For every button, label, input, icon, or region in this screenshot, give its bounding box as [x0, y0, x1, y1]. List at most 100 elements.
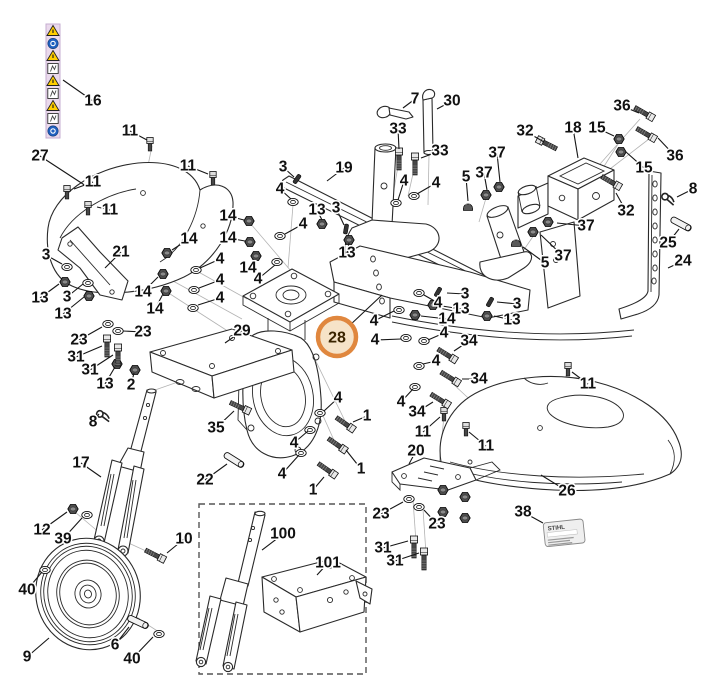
callout-label-20[interactable]: 20 — [406, 441, 426, 461]
callout-label-1[interactable]: 1 — [361, 406, 373, 426]
callout-label-11[interactable]: 11 — [83, 172, 103, 192]
callout-4[interactable]: 4 — [395, 388, 414, 412]
callout-4[interactable]: 4 — [197, 288, 226, 308]
callout-label-24[interactable]: 24 — [673, 251, 694, 271]
callout-37[interactable]: 37 — [474, 163, 494, 191]
callout-label-3[interactable]: 3 — [40, 245, 52, 265]
callout-label-3[interactable]: 3 — [330, 198, 342, 218]
callout-17[interactable]: 17 — [71, 453, 102, 478]
callout-14[interactable]: 14 — [171, 229, 199, 251]
callout-4[interactable]: 4 — [368, 310, 395, 331]
callout-30[interactable]: 30 — [436, 91, 462, 111]
callout-label-37[interactable]: 37 — [576, 216, 596, 236]
callout-label-15[interactable]: 15 — [587, 118, 608, 138]
callout-label-4[interactable]: 4 — [274, 179, 286, 199]
callout-label-8[interactable]: 8 — [87, 412, 99, 432]
callout-4[interactable]: 4 — [284, 214, 309, 235]
callout-13[interactable]: 13 — [30, 283, 60, 308]
callout-label-11[interactable]: 11 — [120, 121, 140, 141]
callout-label-14[interactable]: 14 — [145, 299, 166, 319]
callout-label-12[interactable]: 12 — [32, 520, 52, 540]
callout-label-4[interactable]: 4 — [430, 351, 442, 371]
callout-33[interactable]: 33 — [388, 119, 409, 150]
callout-100[interactable]: 100 — [261, 524, 298, 551]
callout-14[interactable]: 14 — [218, 206, 245, 226]
callout-37[interactable]: 37 — [487, 143, 507, 183]
callout-label-4[interactable]: 4 — [252, 269, 264, 289]
callout-37[interactable]: 37 — [556, 216, 596, 236]
callout-31[interactable]: 31 — [66, 345, 103, 367]
callout-33[interactable]: 33 — [420, 141, 450, 161]
callout-4[interactable]: 4 — [274, 179, 292, 200]
callout-13[interactable]: 13 — [441, 299, 471, 319]
callout-11[interactable]: 11 — [413, 416, 441, 442]
callout-40[interactable]: 40 — [17, 571, 43, 600]
callout-label-23[interactable]: 23 — [371, 504, 392, 524]
callout-20[interactable]: 20 — [406, 441, 426, 465]
callout-13[interactable]: 13 — [53, 296, 85, 324]
callout-4[interactable]: 4 — [276, 454, 300, 484]
callout-label-33[interactable]: 33 — [388, 119, 409, 139]
callout-label-13[interactable]: 13 — [307, 200, 328, 220]
callout-label-4[interactable]: 4 — [297, 214, 309, 234]
callout-4[interactable]: 4 — [422, 351, 442, 371]
callout-label-13[interactable]: 13 — [30, 288, 51, 308]
callout-label-22[interactable]: 22 — [195, 470, 215, 490]
callout-label-32[interactable]: 32 — [616, 201, 636, 221]
callout-36[interactable]: 36 — [657, 137, 685, 166]
callout-8[interactable]: 8 — [676, 179, 699, 199]
callout-label-18[interactable]: 18 — [563, 118, 584, 138]
callout-11[interactable]: 11 — [73, 172, 103, 192]
callout-34[interactable]: 34 — [462, 369, 490, 389]
callout-label-15[interactable]: 15 — [634, 158, 655, 178]
callout-32[interactable]: 32 — [515, 121, 545, 143]
callout-label-9[interactable]: 9 — [21, 647, 33, 667]
callout-4[interactable]: 4 — [198, 270, 226, 290]
callout-label-5[interactable]: 5 — [460, 167, 472, 187]
callout-label-5[interactable]: 5 — [539, 253, 551, 273]
callout-label-4[interactable]: 4 — [368, 311, 380, 331]
callout-label-4[interactable]: 4 — [395, 392, 407, 412]
callout-label-31[interactable]: 31 — [66, 347, 87, 367]
callout-label-23[interactable]: 23 — [427, 514, 448, 534]
callout-1[interactable]: 1 — [352, 406, 373, 426]
callout-label-16[interactable]: 16 — [83, 91, 104, 111]
callout-label-3[interactable]: 3 — [61, 287, 73, 307]
callout-label-4[interactable]: 4 — [438, 323, 450, 343]
callout-10[interactable]: 10 — [166, 529, 194, 554]
callout-label-11[interactable]: 11 — [578, 374, 598, 394]
callout-4[interactable]: 4 — [416, 173, 442, 195]
callout-label-4[interactable]: 4 — [398, 171, 410, 191]
callout-12[interactable]: 12 — [32, 511, 68, 540]
callout-34[interactable]: 34 — [407, 401, 434, 422]
callout-22[interactable]: 22 — [195, 463, 228, 490]
callout-27[interactable]: 27 — [30, 146, 87, 187]
callout-7[interactable]: 7 — [402, 89, 421, 109]
callout-23[interactable]: 23 — [371, 501, 404, 524]
callout-label-100[interactable]: 100 — [269, 524, 298, 544]
callout-label-27[interactable]: 27 — [30, 146, 50, 166]
callout-40[interactable]: 40 — [122, 636, 154, 669]
callout-2[interactable]: 2 — [125, 372, 137, 395]
callout-13[interactable]: 13 — [337, 242, 357, 263]
callout-label-34[interactable]: 34 — [459, 331, 480, 351]
callout-19[interactable]: 19 — [326, 158, 354, 182]
callout-26[interactable]: 26 — [540, 474, 577, 501]
callout-34[interactable]: 34 — [453, 331, 480, 352]
callout-29[interactable]: 29 — [224, 321, 252, 344]
callout-label-7[interactable]: 7 — [409, 89, 421, 109]
callout-4[interactable]: 4 — [288, 430, 309, 453]
callout-5[interactable]: 5 — [522, 246, 551, 273]
callout-label-3[interactable]: 3 — [277, 157, 289, 177]
callout-32[interactable]: 32 — [615, 192, 636, 221]
callout-1[interactable]: 1 — [307, 476, 325, 500]
callout-4[interactable]: 4 — [423, 293, 444, 313]
callout-label-36[interactable]: 36 — [612, 96, 633, 116]
callout-14[interactable]: 14 — [145, 293, 166, 319]
callout-4[interactable]: 4 — [397, 171, 410, 201]
callout-31[interactable]: 31 — [385, 551, 420, 571]
callout-label-31[interactable]: 31 — [385, 551, 406, 571]
callout-label-10[interactable]: 10 — [174, 529, 194, 549]
callout-label-34[interactable]: 34 — [469, 369, 490, 389]
callout-label-11[interactable]: 11 — [413, 422, 433, 442]
